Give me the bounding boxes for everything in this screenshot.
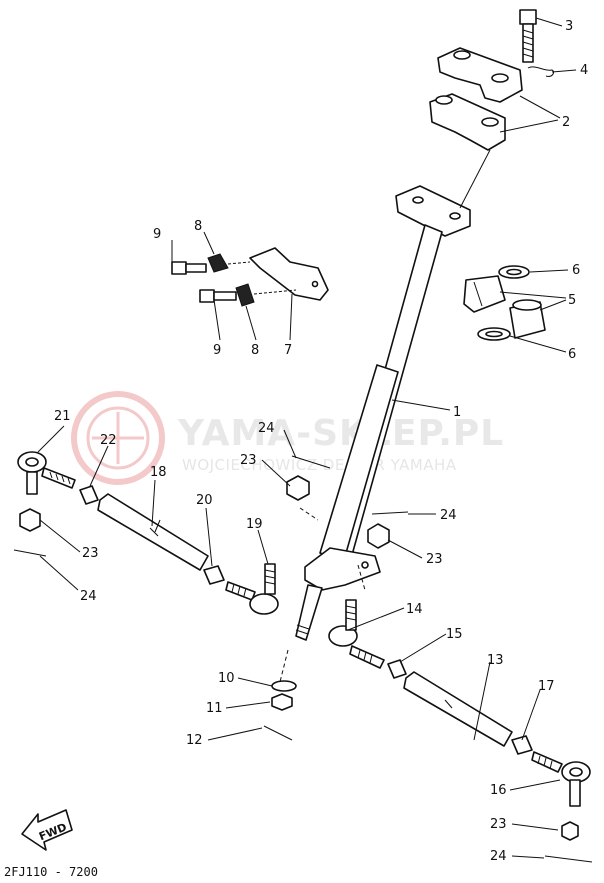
callout-20: 20: [196, 493, 213, 508]
callout-24-left: 24: [80, 589, 97, 604]
part-24-cotter-pin-b: [371, 511, 409, 515]
callout-6-lower: 6: [568, 347, 576, 362]
callout-8-upper: 8: [194, 219, 202, 234]
callout-23-bottom: 23: [490, 817, 507, 832]
callout-23-column: 23: [240, 453, 257, 468]
callout-10: 10: [218, 671, 235, 686]
callout-3: 3: [565, 19, 573, 34]
fwd-arrow-icon: FWD: [21, 809, 73, 851]
part-22-locknut: [79, 485, 99, 505]
part-3-bolt: [519, 9, 537, 63]
part-24-cotter-pin-a: [291, 455, 331, 469]
callout-6-upper: 6: [572, 263, 580, 278]
part-20-locknut: [203, 565, 225, 585]
callout-9-lower: 9: [213, 343, 221, 358]
part-2-lower-holder: [429, 93, 506, 151]
part-14-tie-rod-end: [328, 599, 385, 669]
watermark-brand: YAMA-SKLEP.PL: [177, 413, 504, 454]
part-23-nut-a: [286, 475, 310, 501]
part-15-locknut: [387, 659, 407, 679]
part-12-cotter-pin: [263, 725, 293, 741]
part-8-upper-nut: [207, 253, 229, 273]
part-7-bracket: [249, 247, 329, 301]
part-2-upper-holder: [437, 47, 523, 103]
callout-21: 21: [54, 409, 71, 424]
part-18-tie-rod-left: [97, 493, 209, 571]
leader-lines: [37, 17, 577, 859]
callout-24-column: 24: [258, 421, 275, 436]
part-5-bushings: [463, 275, 546, 339]
callout-24-bottom: 24: [490, 849, 507, 864]
diagram-code: 2FJ110 - 7200: [4, 865, 98, 879]
part-13-tie-rod-right: [403, 671, 513, 747]
callout-22: 22: [100, 433, 117, 448]
callout-14: 14: [406, 602, 423, 617]
callout-16: 16: [490, 783, 507, 798]
part-9-upper-bolt: [171, 261, 207, 275]
callout-8-lower: 8: [251, 343, 259, 358]
callout-1: 1: [453, 405, 461, 420]
watermark: YAMA-SKLEP.PL WOJCIECHOWICZ DEALER YAMAH…: [71, 391, 504, 485]
part-9-lower-bolt: [199, 289, 237, 303]
watermark-logo-icon: [71, 391, 165, 485]
part-10-washer: [271, 680, 297, 692]
callout-19: 19: [246, 517, 263, 532]
part-1-steering-column: [295, 185, 471, 641]
callout-23-right: 23: [426, 552, 443, 567]
callout-15: 15: [446, 627, 463, 642]
part-23-nut-d: [561, 821, 579, 841]
part-19-tie-rod-end: [225, 563, 279, 615]
part-24-cotter-pin-c: [13, 549, 47, 557]
callout-24-right: 24: [440, 508, 457, 523]
part-17-locknut: [511, 735, 533, 755]
part-8-lower-nut: [235, 283, 255, 307]
callout-5: 5: [568, 293, 576, 308]
callout-18: 18: [150, 465, 167, 480]
part-21-tie-rod-end-left: [17, 451, 76, 495]
callout-23-left: 23: [82, 546, 99, 561]
callout-2: 2: [562, 115, 570, 130]
part-23-nut-b: [367, 523, 390, 549]
part-4-clip: [527, 66, 555, 77]
callout-7: 7: [284, 343, 292, 358]
part-24-cotter-pin-d: [544, 855, 593, 863]
part-23-nut-c: [19, 508, 41, 532]
callout-17: 17: [538, 679, 555, 694]
callout-11: 11: [206, 701, 223, 716]
callout-13: 13: [487, 653, 504, 668]
part-16-tie-rod-end: [531, 751, 591, 807]
callout-12: 12: [186, 733, 203, 748]
part-11-nut: [271, 693, 293, 711]
callout-9-upper: 9: [153, 227, 161, 242]
callout-4: 4: [580, 63, 588, 78]
